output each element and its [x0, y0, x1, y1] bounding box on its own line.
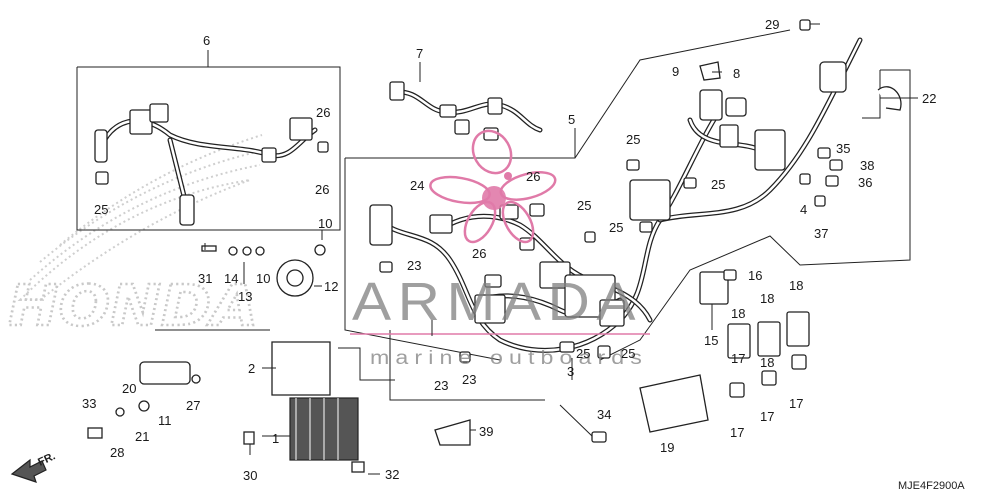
callout-35: 35 — [836, 141, 850, 156]
callout-22: 22 — [922, 91, 936, 106]
callout-9: 9 — [672, 64, 679, 79]
callout-32: 32 — [385, 467, 399, 482]
callout-11: 11 — [158, 413, 172, 428]
callout-26-d: 26 — [472, 246, 486, 261]
callout-10-b: 10 — [256, 271, 270, 286]
sub-harness-7 — [389, 62, 543, 141]
callout-26-a: 26 — [316, 105, 330, 120]
watermark-brand: ARMADA — [352, 272, 642, 332]
callout-33: 33 — [82, 396, 96, 411]
callout-28: 28 — [110, 445, 124, 460]
callout-34: 34 — [597, 407, 611, 422]
callout-12: 12 — [324, 279, 338, 294]
callout-5: 5 — [568, 112, 575, 127]
callout-4: 4 — [800, 202, 807, 217]
callout-16: 16 — [748, 268, 762, 283]
callout-20: 20 — [122, 381, 136, 396]
callout-8: 8 — [733, 66, 740, 81]
main-wire-harness — [369, 37, 863, 353]
callout-18-d: 18 — [760, 355, 774, 370]
watermark-tagline: marine outboards — [370, 348, 648, 369]
callout-10-a: 10 — [318, 216, 332, 231]
small-parts — [87, 244, 471, 473]
callout-27: 27 — [186, 398, 200, 413]
callout-18-b: 18 — [760, 291, 774, 306]
callout-25-c: 25 — [711, 177, 725, 192]
callout-15: 15 — [704, 333, 718, 348]
callout-39: 39 — [479, 424, 493, 439]
callout-23-b: 23 — [434, 378, 448, 393]
callout-6: 6 — [203, 33, 210, 48]
diagram-code: MJE4F2900A — [898, 480, 965, 492]
callout-18-a: 18 — [731, 306, 745, 321]
callout-26-c: 26 — [526, 169, 540, 184]
callout-1: 1 — [272, 431, 279, 446]
callout-25-e: 25 — [609, 220, 623, 235]
callout-14: 14 — [224, 271, 238, 286]
callout-25-b: 25 — [626, 132, 640, 147]
callout-38: 38 — [860, 158, 874, 173]
background-brand-logo: HONDA — [7, 134, 266, 340]
callout-17-b: 17 — [760, 409, 774, 424]
callout-25-a: 25 — [94, 202, 108, 217]
callout-7: 7 — [416, 46, 423, 61]
front-direction-arrow: FR. — [10, 450, 57, 483]
direction-label: FR. — [36, 450, 57, 468]
callout-13: 13 — [238, 289, 252, 304]
background-brand-text: HONDA — [8, 274, 258, 339]
callout-23-c: 23 — [462, 372, 476, 387]
sub-harness-6 — [94, 103, 329, 226]
group-outlines — [76, 29, 911, 401]
callout-29: 29 — [765, 17, 779, 32]
callout-17-d: 17 — [731, 351, 745, 366]
callout-23-a: 23 — [407, 258, 421, 273]
callout-18-c: 18 — [789, 278, 803, 293]
callout-36: 36 — [858, 175, 872, 190]
callout-26-b: 26 — [315, 182, 329, 197]
callout-25-f: 25 — [621, 346, 635, 361]
callout-25-g: 25 — [576, 346, 590, 361]
callout-17-a: 17 — [730, 425, 744, 440]
callout-24: 24 — [410, 178, 424, 193]
callout-37: 37 — [814, 226, 828, 241]
callout-3: 3 — [567, 364, 574, 379]
callout-17-c: 17 — [789, 396, 803, 411]
callout-2: 2 — [248, 361, 255, 376]
callout-21: 21 — [135, 429, 149, 444]
callout-19: 19 — [660, 440, 674, 455]
leader-lines — [204, 23, 918, 475]
callout-30: 30 — [243, 468, 257, 483]
callout-25-d: 25 — [577, 198, 591, 213]
callout-31: 31 — [198, 271, 212, 286]
right-clips — [379, 19, 902, 363]
relays-and-control-unit — [559, 269, 810, 443]
watermark-logo: ARMADA marine outboards — [350, 129, 650, 369]
callout-labels: 1 2 3 4 5 6 7 9 8 10 10 11 12 13 14 15 1… — [82, 17, 936, 483]
